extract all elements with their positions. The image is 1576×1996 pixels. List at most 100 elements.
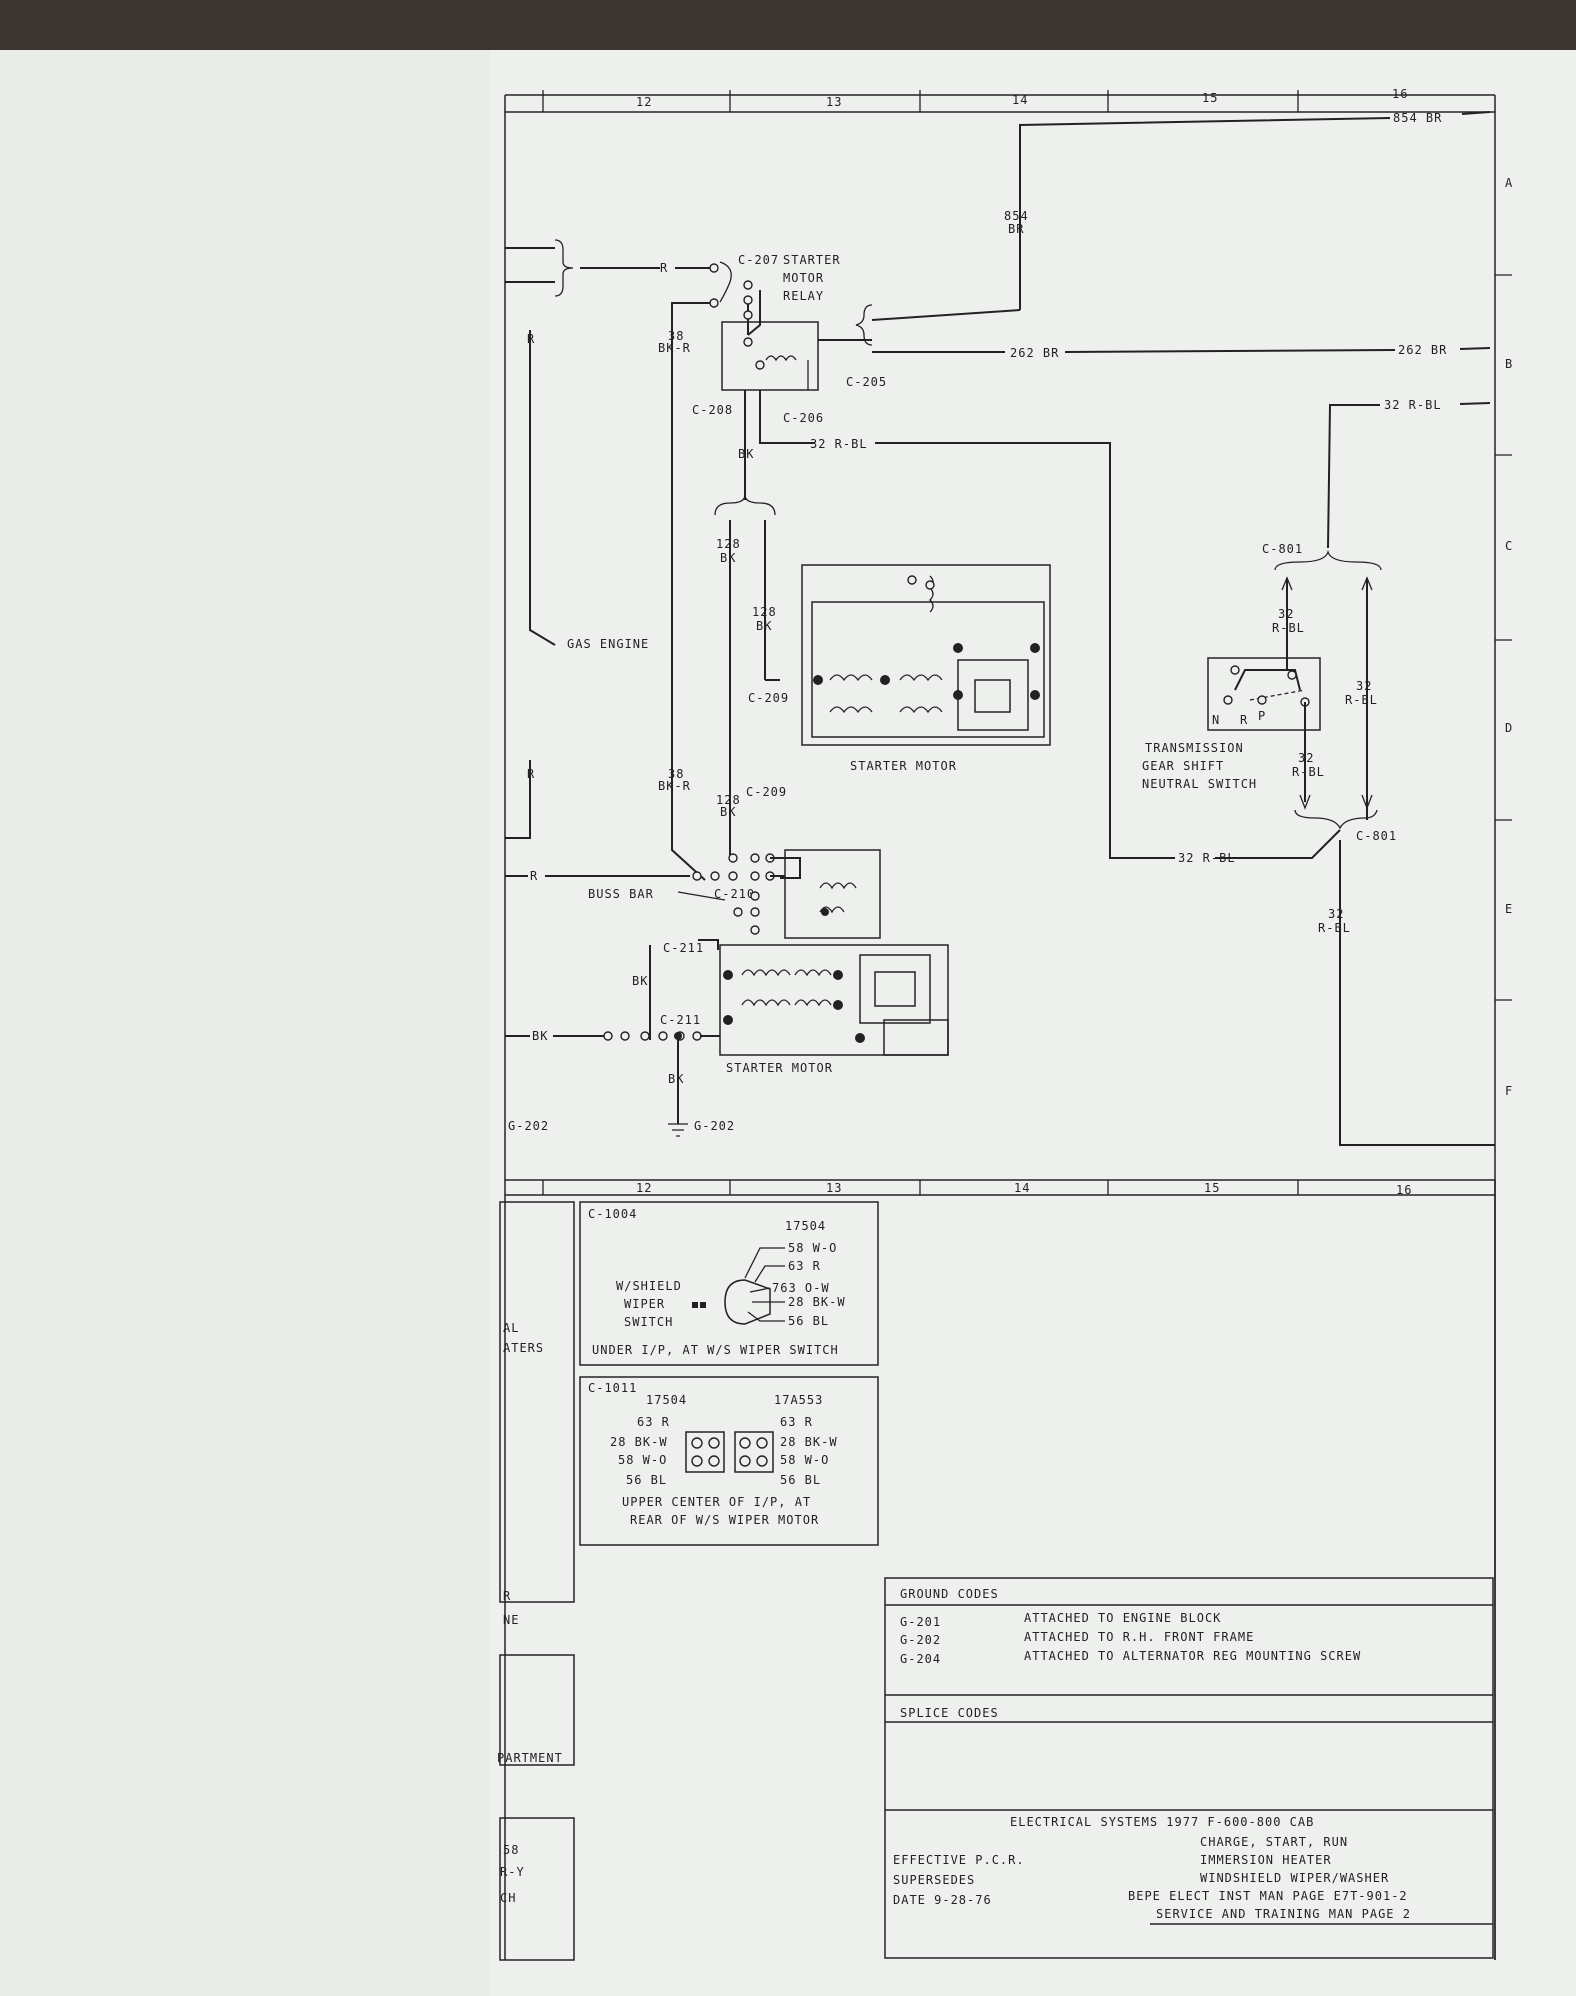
wire-32d: 32 xyxy=(1328,907,1344,921)
frag-al: AL xyxy=(503,1321,519,1335)
c1011-right-pin-4: 56 BL xyxy=(780,1473,821,1487)
starter-motor-2-box xyxy=(719,944,949,1056)
wire-32a: 32 xyxy=(1278,607,1294,621)
row-b: B xyxy=(1505,357,1513,371)
c1011-location-1: UPPER CENTER OF I/P, AT xyxy=(622,1495,811,1509)
col-14-top: 14 xyxy=(1012,93,1028,107)
wire-262: 262 BR xyxy=(1010,346,1059,360)
wire-128a2: BK xyxy=(720,551,736,565)
starter-motor-2-label: STARTER MOTOR xyxy=(726,1061,833,1075)
wire-bk-2: BK xyxy=(632,974,648,988)
c1011-id: C-1011 xyxy=(588,1381,637,1395)
wire-854-v: 854 xyxy=(1004,209,1029,223)
ground-desc-3: ATTACHED TO ALTERNATOR REG MOUNTING SCRE… xyxy=(1024,1649,1361,1663)
starter-motor-1-inner xyxy=(811,601,1045,738)
relay-label-3: RELAY xyxy=(783,289,824,303)
col-13-top: 13 xyxy=(826,95,842,109)
npr-n: N xyxy=(1212,713,1220,727)
wire-128c: 128 xyxy=(716,793,741,807)
wire-32c2: R-BL xyxy=(1292,765,1325,779)
col-13-bottom: 13 xyxy=(826,1181,842,1195)
title-effective: EFFECTIVE P.C.R. xyxy=(893,1853,1025,1867)
c1011-left-pin-4: 56 BL xyxy=(626,1473,667,1487)
conn-c206: C-206 xyxy=(783,411,824,425)
wire-128b: 128 xyxy=(752,605,777,619)
c1004-part: 17504 xyxy=(785,1219,826,1233)
wire-r-4: R xyxy=(530,869,538,883)
title-service: SERVICE AND TRAINING MAN PAGE 2 xyxy=(1156,1907,1411,1921)
col-12-top: 12 xyxy=(636,95,652,109)
col-15-top: 15 xyxy=(1202,91,1218,105)
c1011-left-pin-3: 58 W-O xyxy=(618,1453,667,1467)
conn-c209-a: C-209 xyxy=(748,691,789,705)
wire-bk-3: BK xyxy=(532,1029,548,1043)
c1004-pin-1: 58 W-O xyxy=(788,1241,837,1255)
row-e: E xyxy=(1505,902,1513,916)
frag-ne: NE xyxy=(503,1613,519,1627)
wire-bk-1: BK xyxy=(738,447,754,461)
c1011-right-pin-3: 58 W-O xyxy=(780,1453,829,1467)
frag-58: 58 xyxy=(503,1843,519,1857)
conn-c211-a: C-211 xyxy=(663,941,704,955)
ground-g202-a: G-202 xyxy=(508,1119,549,1133)
wire-r-3: R xyxy=(527,767,535,781)
conn-c801-top: C-801 xyxy=(1262,542,1303,556)
row-a: A xyxy=(1505,176,1513,190)
ground-desc-1: ATTACHED TO ENGINE BLOCK xyxy=(1024,1611,1221,1625)
wire-32c: 32 xyxy=(1298,751,1314,765)
c1011-part-left: 17504 xyxy=(646,1393,687,1407)
wire-38a2: BK-R xyxy=(658,341,691,355)
ground-code-1: G-201 xyxy=(900,1615,941,1629)
npr-p: P xyxy=(1258,709,1266,723)
conn-c205: C-205 xyxy=(846,375,887,389)
title-bepe: BEPE ELECT INST MAN PAGE E7T-901-2 xyxy=(1128,1889,1408,1903)
row-c: C xyxy=(1505,539,1513,553)
col-16-top: 16 xyxy=(1392,87,1408,101)
conn-c209-b: C-209 xyxy=(746,785,787,799)
c1004-pin-3: 763 O-W xyxy=(772,1281,830,1295)
title-line-1: CHARGE, START, RUN xyxy=(1200,1835,1348,1849)
row-f: F xyxy=(1505,1084,1513,1098)
wire-128c2: BK xyxy=(720,805,736,819)
trans-switch-line2: GEAR SHIFT xyxy=(1142,759,1224,773)
wire-32-right: 32 R-BL xyxy=(1384,398,1442,412)
c1004-id: C-1004 xyxy=(588,1207,637,1221)
ground-code-2: G-202 xyxy=(900,1633,941,1647)
title-line-2: IMMERSION HEATER xyxy=(1200,1853,1332,1867)
wire-r-2: R xyxy=(527,332,535,346)
wire-32-relay: 32 R-BL xyxy=(810,437,868,451)
col-16-bottom: 16 xyxy=(1396,1183,1412,1197)
wire-854-top: 854 BR xyxy=(1393,111,1442,125)
connector-view-c1004 xyxy=(579,1201,879,1366)
ground-desc-2: ATTACHED TO R.H. FRONT FRAME xyxy=(1024,1630,1254,1644)
c1011-part-right: 17A553 xyxy=(774,1393,823,1407)
splice-codes-title: SPLICE CODES xyxy=(900,1706,999,1720)
frag-ch: CH xyxy=(500,1891,516,1905)
connector-view-c1011 xyxy=(579,1376,879,1546)
frag-partment: PARTMENT xyxy=(497,1751,563,1765)
gas-engine-label: GAS ENGINE xyxy=(567,637,649,651)
c1004-device-3: SWITCH xyxy=(624,1315,673,1329)
c1011-left-pin-1: 63 R xyxy=(637,1415,670,1429)
conn-c801-bottom: C-801 xyxy=(1356,829,1397,843)
trans-switch-line3: NEUTRAL SWITCH xyxy=(1142,777,1257,791)
wire-854-v2: BR xyxy=(1008,222,1024,236)
title-line-3: WINDSHIELD WIPER/WASHER xyxy=(1200,1871,1389,1885)
frag-ry: R-Y xyxy=(500,1865,525,1879)
wire-128b2: BK xyxy=(756,619,772,633)
ground-code-3: G-204 xyxy=(900,1652,941,1666)
frag-aters: ATERS xyxy=(503,1341,544,1355)
col-12-bottom: 12 xyxy=(636,1181,652,1195)
c1011-right-pin-1: 63 R xyxy=(780,1415,813,1429)
trans-switch-line1: TRANSMISSION xyxy=(1145,741,1244,755)
ground-codes-title: GROUND CODES xyxy=(900,1587,999,1601)
wire-32b2: R-BL xyxy=(1345,693,1378,707)
c1004-device-2: WIPER xyxy=(624,1297,665,1311)
title-main: ELECTRICAL SYSTEMS 1977 F-600-800 CAB xyxy=(1010,1815,1314,1829)
npr-r: R xyxy=(1240,713,1248,727)
title-date: DATE 9-28-76 xyxy=(893,1893,992,1907)
wire-128a: 128 xyxy=(716,537,741,551)
wire-38b2: BK-R xyxy=(658,779,691,793)
title-supersedes: SUPERSEDES xyxy=(893,1873,975,1887)
c1004-pin-4: 28 BK-W xyxy=(788,1295,846,1309)
